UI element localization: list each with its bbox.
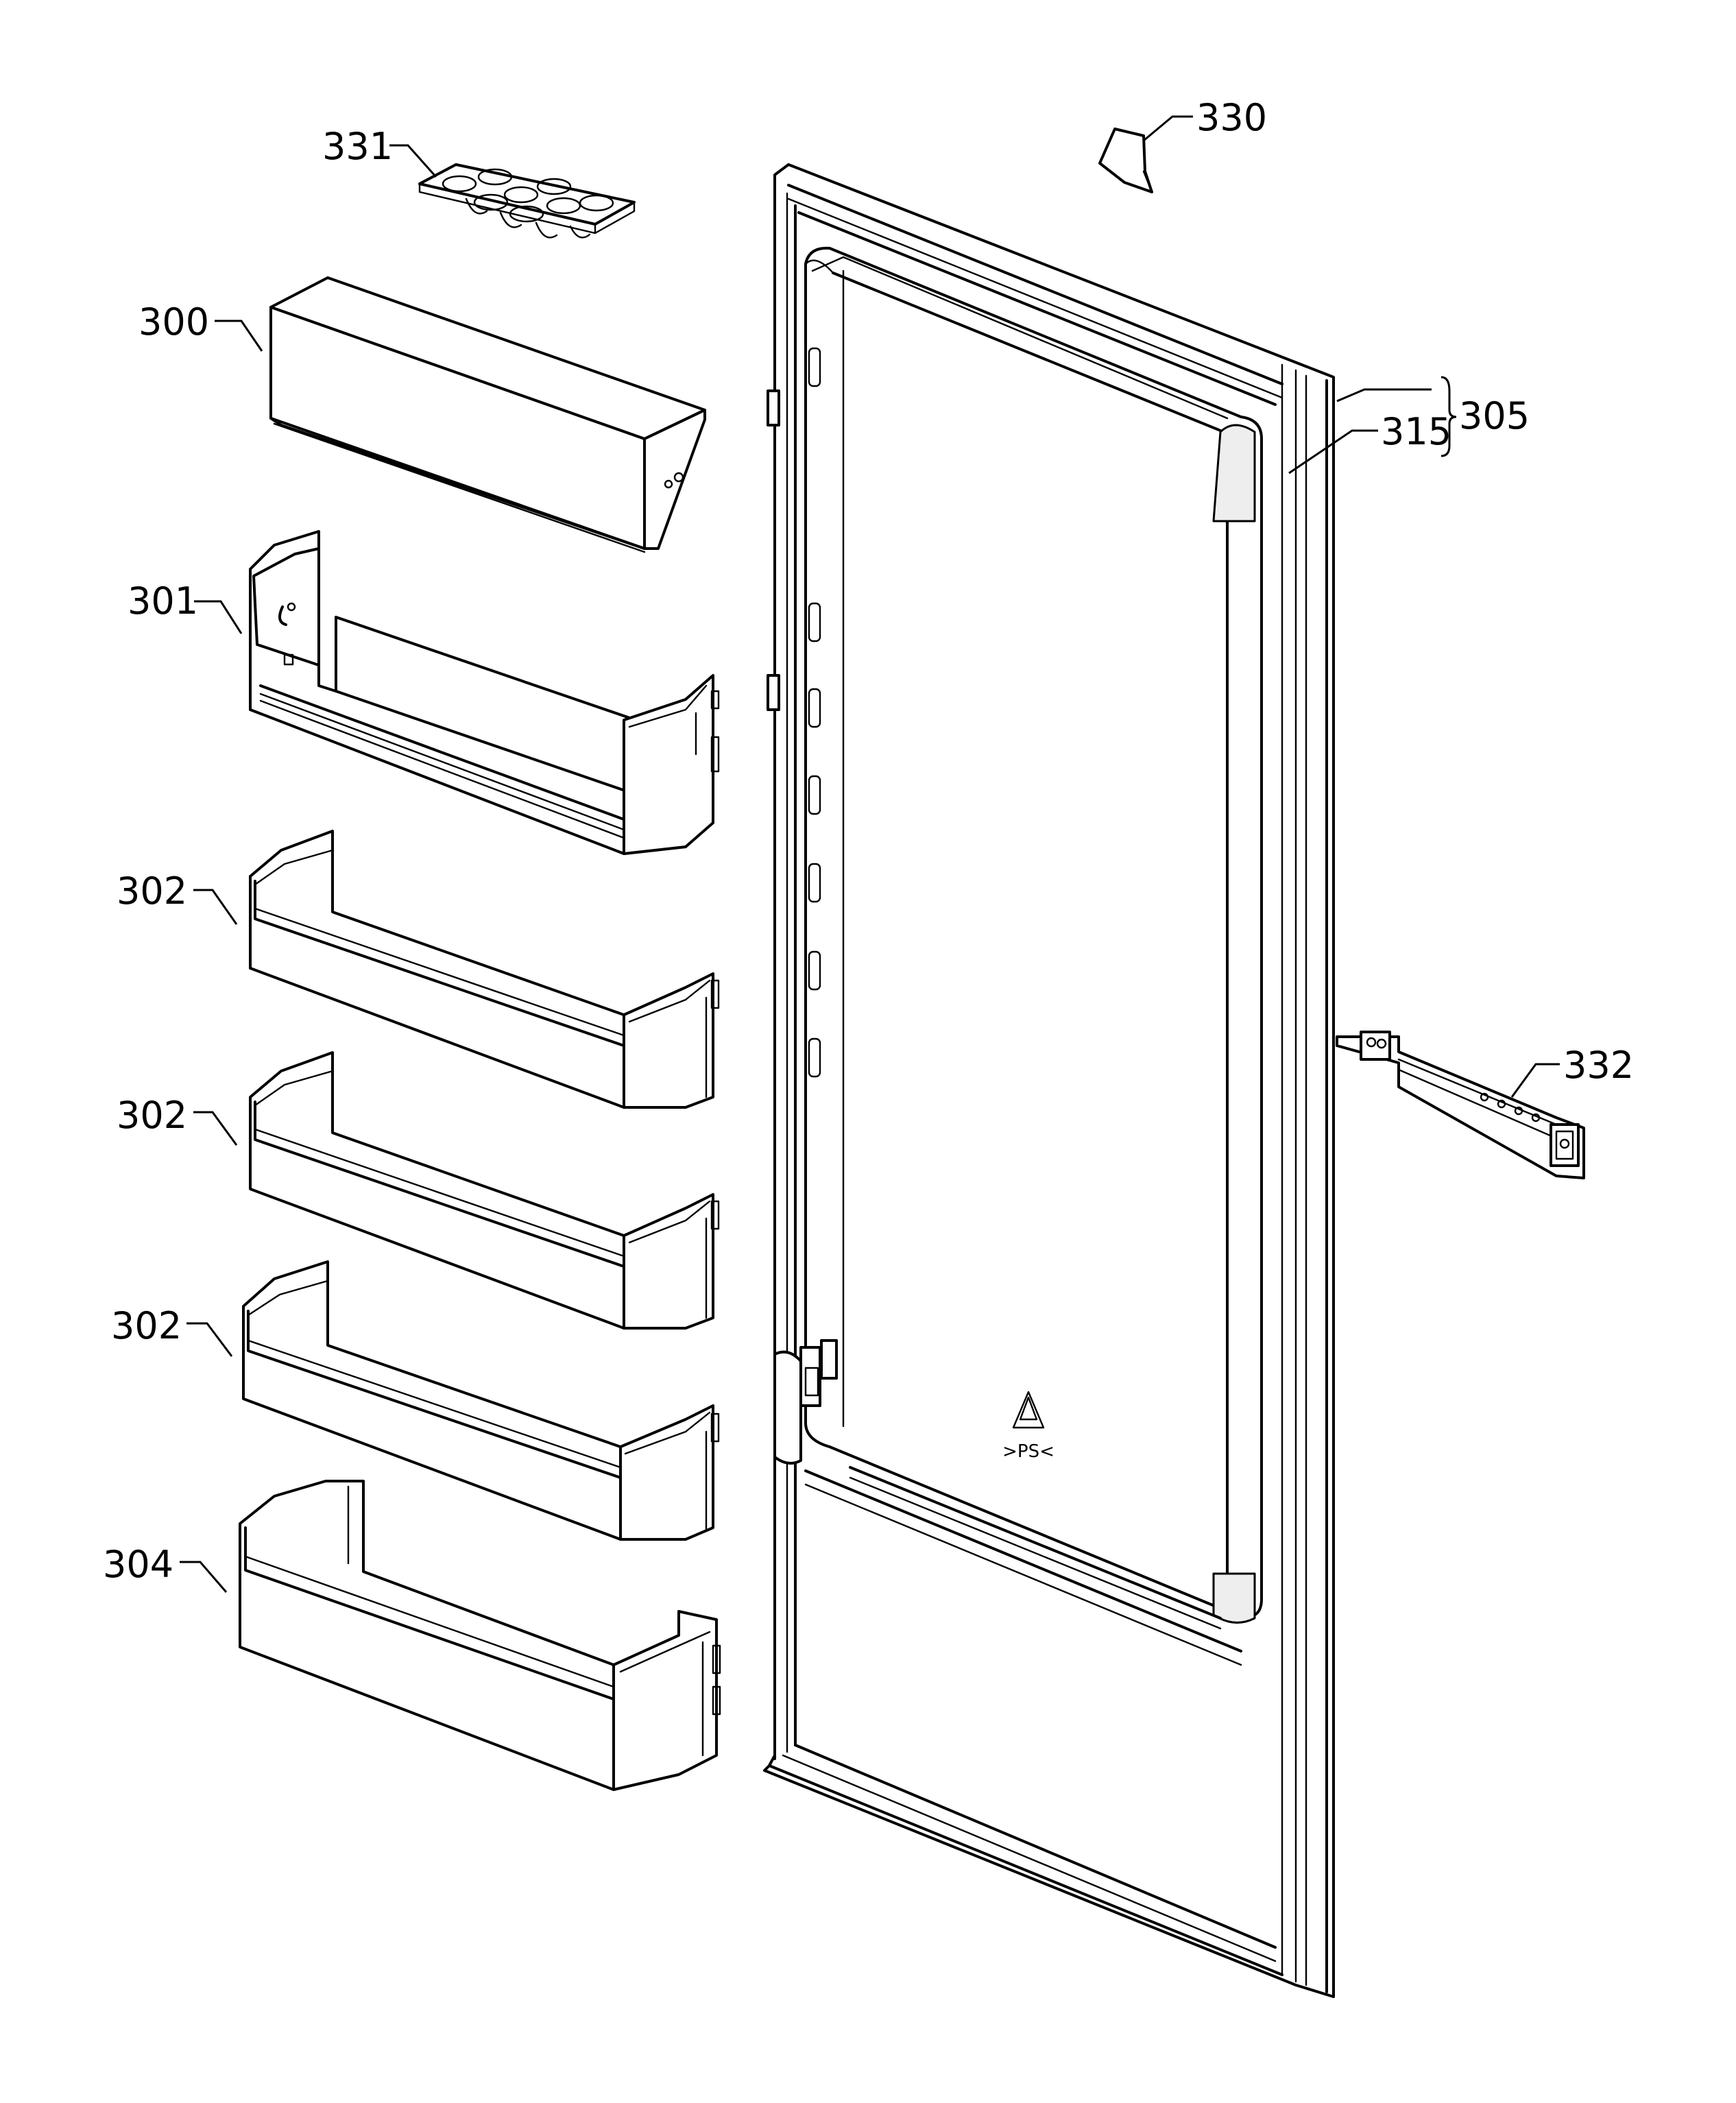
- callout-331: 331: [322, 125, 437, 178]
- door-bin-302-a: [249, 830, 720, 1109]
- hinge-bar-332: [1336, 1031, 1585, 1179]
- label-305: 305: [1459, 394, 1530, 437]
- label-301: 301: [128, 579, 198, 623]
- recycle-ps-symbol: >PS<: [1002, 1391, 1054, 1462]
- label-302-a: 302: [117, 869, 187, 913]
- bottle-bin-304: [239, 1480, 721, 1791]
- label-304: 304: [103, 1543, 173, 1586]
- callout-302-a: 302: [117, 869, 238, 925]
- callout-305: 305: [1336, 376, 1530, 457]
- label-315: 315: [1381, 410, 1451, 453]
- callout-332: 332: [1510, 1044, 1634, 1098]
- label-302-b: 302: [117, 1094, 187, 1137]
- callout-300: 300: [138, 300, 263, 352]
- label-332: 332: [1563, 1044, 1634, 1087]
- recycle-ps-label: >PS<: [1002, 1441, 1054, 1462]
- covered-shelf-300: [269, 276, 706, 553]
- callout-302-c: 302: [111, 1304, 233, 1357]
- callout-301: 301: [128, 579, 243, 634]
- callout-302-b: 302: [117, 1094, 238, 1146]
- door-bin-302-c: [242, 1260, 720, 1541]
- label-330: 330: [1196, 96, 1267, 139]
- label-300: 300: [138, 300, 209, 344]
- label-302-c: 302: [111, 1304, 182, 1347]
- door-shelf-301: [249, 530, 720, 855]
- label-331: 331: [322, 125, 393, 168]
- callout-304: 304: [103, 1543, 228, 1593]
- door-bin-302-b: [249, 1051, 720, 1330]
- door-assembly-305: [763, 163, 1335, 1998]
- egg-tray-331: [418, 163, 636, 239]
- part-330: [1098, 128, 1153, 193]
- callout-315: 315: [1288, 410, 1451, 474]
- callout-330: 330: [1143, 96, 1267, 142]
